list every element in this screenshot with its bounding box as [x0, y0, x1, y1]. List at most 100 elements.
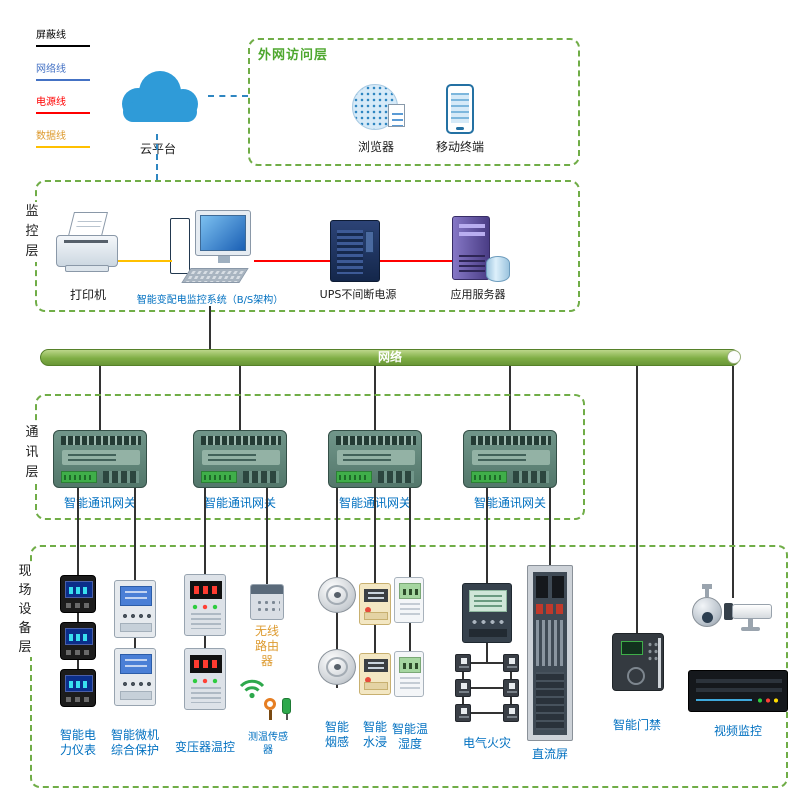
- gateway-green-terminal: [336, 471, 372, 483]
- protection-strip: [120, 691, 152, 700]
- transformer-temp-controller-2: [184, 648, 226, 710]
- protection-relay-2: [114, 648, 156, 706]
- bullet-camera-bracket: [748, 619, 753, 628]
- server-label: 应用服务器: [450, 288, 506, 301]
- meter-buttons: [66, 603, 92, 608]
- external-layer-box: [248, 38, 580, 166]
- smoke-detector-2: [318, 649, 356, 685]
- gateway-dip-block: [378, 471, 414, 483]
- gateway-device-4: [463, 430, 557, 488]
- wire-gateway4-dc-panel: [549, 488, 551, 566]
- access-control-side-strip: [658, 638, 661, 688]
- cloud-label: 云平台: [139, 142, 176, 156]
- camera-stem: [705, 589, 709, 597]
- meter-screen: [65, 581, 93, 598]
- fire-sensor-module: [503, 679, 519, 697]
- link-cloud-to-external: [208, 95, 248, 97]
- gateway-label-plate: [472, 450, 550, 465]
- temp-humidity-label: 智能温湿度: [391, 722, 428, 751]
- gateway-label-plate: [337, 450, 415, 465]
- power-meter-2: [60, 622, 96, 660]
- bullet-camera-base: [741, 627, 760, 631]
- gateway-label-4: 智能通讯网关: [473, 496, 546, 510]
- phone-home-button: [456, 127, 464, 130]
- gateway-dip-block: [103, 471, 139, 483]
- wire-gateway4-fire: [486, 488, 488, 583]
- transformer-temp-controller-1: [184, 574, 226, 636]
- legend-swatch-power-line: [36, 112, 90, 114]
- meter-buttons: [66, 697, 92, 702]
- gateway-dip-block: [513, 471, 549, 483]
- protection-relay-1: [114, 580, 156, 638]
- mobile-phone-icon: [446, 84, 474, 134]
- temp-humidity-sensor-2: [394, 651, 424, 697]
- meter-screen: [65, 675, 93, 692]
- water-sensor-led: [365, 677, 371, 683]
- temp-controller-vents: [191, 613, 221, 629]
- dc-panel-indicators: [536, 604, 564, 614]
- video-label: 视频监控: [714, 724, 763, 738]
- workstation-label: 智能变配电监控系统（B/S架构）: [136, 295, 284, 306]
- temp-controller-vents: [191, 687, 221, 703]
- temp-sensor-label: 测温传感器: [248, 732, 288, 756]
- webpage-icon: [388, 104, 405, 127]
- fire-sensor-module: [455, 704, 471, 722]
- wire-fire-modules-row2: [463, 687, 511, 689]
- water-sensor-screen: [364, 659, 388, 672]
- wire-gateway2-router: [266, 488, 268, 584]
- legend-swatch-shield-line: [36, 45, 90, 47]
- temp-controller-leds: [192, 678, 220, 684]
- dvr-recorder-icon: [688, 670, 788, 712]
- printer-paper: [68, 212, 108, 236]
- gateway-label-plate: [62, 450, 140, 465]
- protection-buttons: [121, 612, 151, 620]
- fire-panel-screen: [469, 590, 507, 612]
- wifi-icon: [239, 679, 265, 699]
- gateway-terminals: [471, 436, 551, 445]
- fire-sensor-module: [455, 679, 471, 697]
- gateway-green-terminal: [471, 471, 507, 483]
- smoke-detector-1: [318, 577, 356, 613]
- monitoring-layer-title: 监控层: [24, 202, 40, 262]
- water-sensor-1: [359, 583, 391, 625]
- external-layer-title: 外网访问层: [258, 48, 329, 63]
- smoke-label: 智能烟感: [324, 720, 349, 749]
- gateway-device-1: [53, 430, 147, 488]
- wire-network-access-control: [636, 366, 638, 633]
- network-bus-bar: 网络: [40, 349, 740, 366]
- water-sensor-strip: [364, 612, 388, 620]
- fire-sensor-module: [503, 654, 519, 672]
- server-vents: [459, 255, 485, 273]
- database-cylinder-icon: [486, 256, 510, 282]
- wire-fire-modules-row1: [463, 662, 511, 664]
- workstation-icon: [170, 210, 262, 290]
- protection-label: 智能微机综合保护: [110, 728, 159, 757]
- app-server-icon: [452, 216, 512, 284]
- gateway-green-terminal: [201, 471, 237, 483]
- bullet-camera-body: [732, 604, 772, 619]
- fire-sensor-module: [455, 654, 471, 672]
- cloud-icon: [122, 71, 198, 122]
- server-tower: [452, 216, 490, 280]
- dc-panel-interior: [533, 572, 567, 735]
- legend-label-shield: 屏蔽线: [36, 30, 66, 41]
- fire-sensor-module: [503, 704, 519, 722]
- access-control-device: [612, 633, 664, 691]
- temp-controller-screen: [190, 581, 222, 599]
- protection-strip: [120, 623, 152, 632]
- th-lcd: [399, 583, 421, 599]
- legend-swatch-data-line: [36, 146, 90, 148]
- wire-network-gateway-3: [374, 366, 376, 430]
- dc-panel-breakers: [536, 576, 564, 598]
- camera-mount: [702, 584, 712, 589]
- electrical-fire-panel: [462, 583, 512, 643]
- th-lcd: [399, 657, 421, 673]
- meter-screen: [65, 628, 93, 645]
- legend-label-network: 网络线: [36, 64, 66, 75]
- water-sensor-strip: [364, 682, 388, 690]
- wire-network-video: [732, 366, 734, 598]
- power-meter-1: [60, 575, 96, 613]
- gateway-dip-block: [243, 471, 279, 483]
- power-meter-label: 智能电力仪表: [59, 728, 96, 757]
